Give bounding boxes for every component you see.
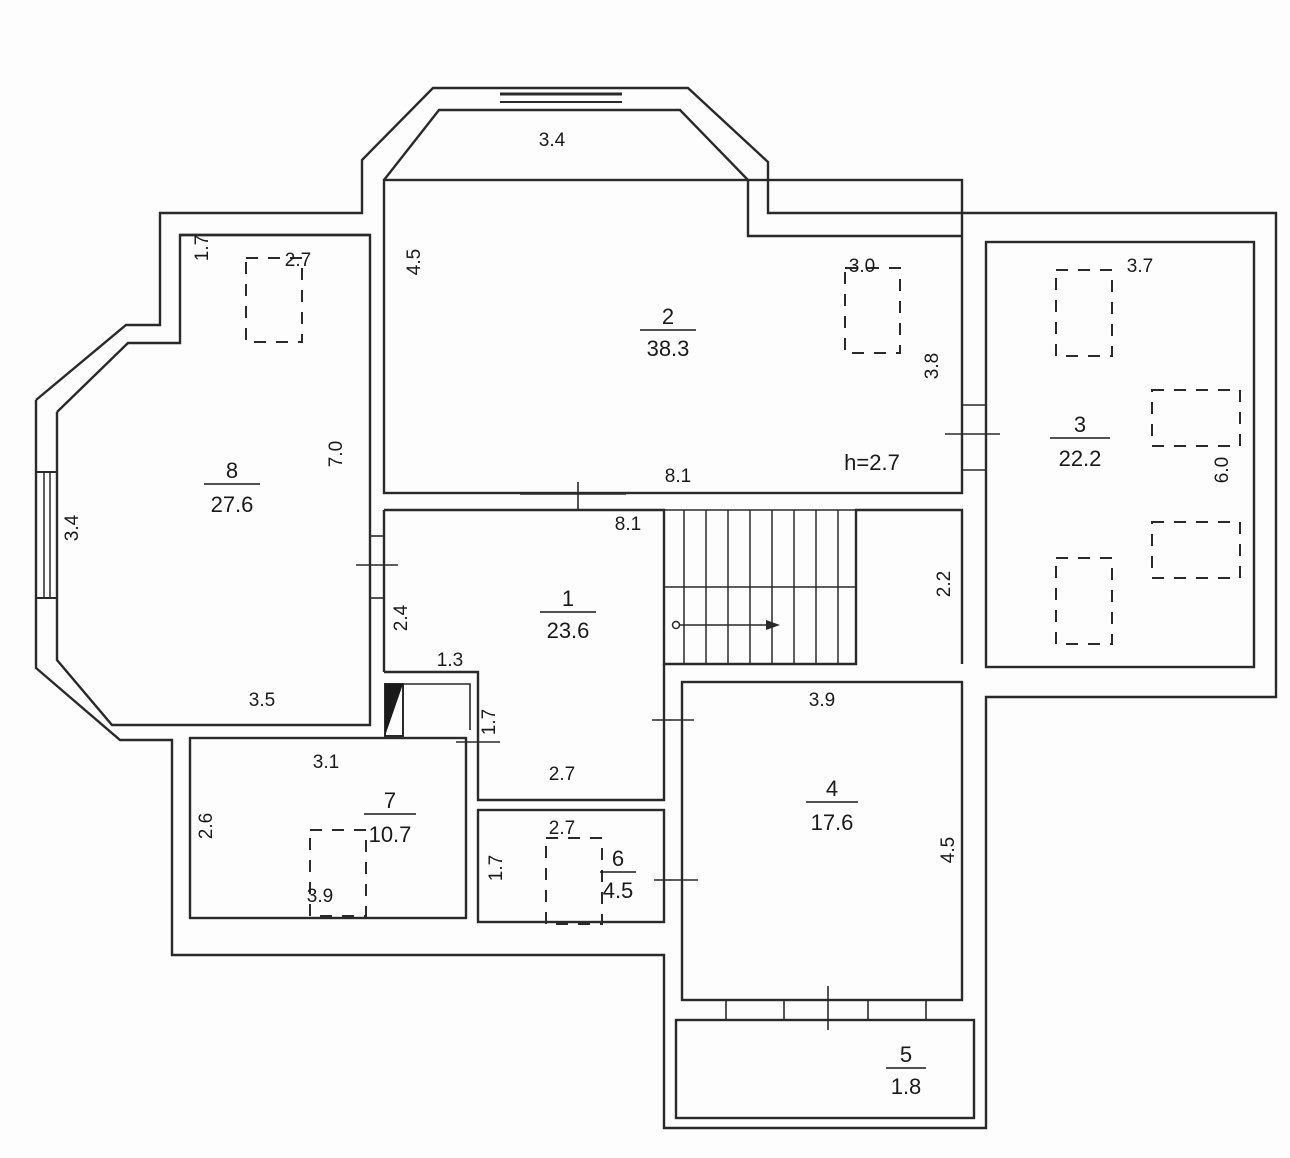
room-label-7: 7 10.7 xyxy=(364,788,416,847)
room-label-1: 1 23.6 xyxy=(540,586,596,643)
room-area: 17.6 xyxy=(811,810,854,835)
stair-start-marker xyxy=(671,620,681,630)
dim-label: 1.7 xyxy=(486,855,507,881)
room-number: 6 xyxy=(612,846,624,871)
room-1 xyxy=(382,508,964,811)
dim-label: 1.7 xyxy=(192,235,213,261)
dim-label: 3.9 xyxy=(307,886,333,907)
dim-label: 3.0 xyxy=(849,256,875,277)
room-6 xyxy=(476,808,698,925)
dimension-labels: 3.4 3.0 8.1 8.1 1.3 2.7 2.7 3.5 3.7 3.9 … xyxy=(62,130,1233,907)
dim-label: 8.1 xyxy=(665,466,691,487)
room-area: 23.6 xyxy=(547,618,590,643)
room-number: 2 xyxy=(662,304,674,329)
room-number: 5 xyxy=(900,1042,912,1067)
dim-label: 3.9 xyxy=(809,690,835,711)
dim-label: 2.7 xyxy=(285,250,311,271)
room-label-6: 6 4.5 xyxy=(600,846,636,903)
ceiling-height-label: h=2.7 xyxy=(844,450,900,475)
room-3 xyxy=(984,240,1256,669)
room-label-4: 4 17.6 xyxy=(806,776,858,835)
dim-label: 3.4 xyxy=(62,514,83,541)
dim-label: 4.5 xyxy=(938,837,959,863)
room-5 xyxy=(674,1018,976,1120)
ventilation-shaft xyxy=(384,683,500,743)
room-area: 38.3 xyxy=(647,336,690,361)
dim-label: 1.3 xyxy=(437,650,463,671)
dim-label: 2.7 xyxy=(549,818,575,839)
room-area: 22.2 xyxy=(1059,446,1102,471)
room-area: 4.5 xyxy=(603,878,634,903)
room-7 xyxy=(188,736,468,920)
dim-label: 8.1 xyxy=(615,514,641,535)
room-2 xyxy=(382,92,1000,510)
room-area: 1.8 xyxy=(891,1074,922,1099)
dim-label: 2.6 xyxy=(196,813,217,839)
room-area: 10.7 xyxy=(369,822,412,847)
room-8 xyxy=(36,233,398,727)
dim-label: 6.0 xyxy=(1212,457,1233,483)
room-label-8: 8 27.6 xyxy=(204,458,260,517)
room-label-3: 3 22.2 xyxy=(1050,412,1110,471)
dim-label: 2.4 xyxy=(391,604,412,631)
room-number: 3 xyxy=(1074,412,1086,437)
dim-label: 7.0 xyxy=(326,441,347,467)
dim-label: 3.8 xyxy=(922,353,943,379)
dim-label: 3.1 xyxy=(313,752,339,773)
staircase xyxy=(663,509,857,665)
room-number: 1 xyxy=(562,586,574,611)
room-area: 27.6 xyxy=(211,492,254,517)
dim-label: 3.4 xyxy=(539,130,566,151)
room-label-2: 2 38.3 xyxy=(640,304,696,361)
room-number: 8 xyxy=(226,458,238,483)
dim-label: 3.7 xyxy=(1127,256,1153,277)
exterior-walls xyxy=(34,86,1278,1130)
dim-label: 1.7 xyxy=(479,709,500,735)
dim-label: 2.2 xyxy=(934,571,955,597)
room-number: 7 xyxy=(384,788,396,813)
dim-label: 4.5 xyxy=(404,249,425,275)
room-label-5: 5 1.8 xyxy=(886,1042,926,1099)
room-4 xyxy=(680,680,964,1030)
room-number: 4 xyxy=(826,776,838,801)
dim-label: 2.7 xyxy=(549,764,575,785)
dim-label: 3.5 xyxy=(249,690,275,711)
